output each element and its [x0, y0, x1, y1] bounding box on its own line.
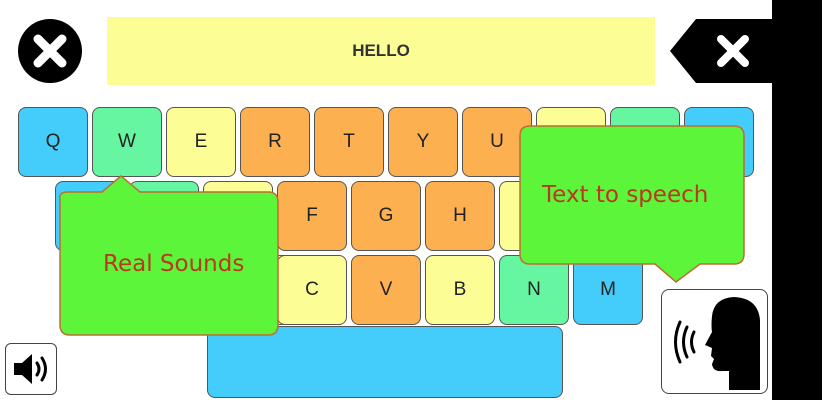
text-to-speech-tooltip: Text to speech — [542, 182, 709, 208]
key-b[interactable]: B — [425, 255, 495, 325]
key-label: M — [600, 279, 616, 300]
tooltip-layer — [58, 125, 745, 336]
key-label: E — [194, 131, 208, 152]
close-icon — [18, 19, 82, 83]
key-t[interactable]: T — [314, 107, 384, 177]
speaking-head-icon — [674, 297, 760, 390]
key-label: V — [379, 279, 393, 300]
key-label: U — [490, 131, 504, 152]
backspace-icon — [670, 19, 772, 83]
key-q[interactable]: Q — [18, 107, 88, 177]
key-f[interactable]: F — [277, 181, 347, 251]
backspace-button[interactable] — [668, 17, 772, 85]
key-g[interactable]: G — [351, 181, 421, 251]
key-n[interactable]: N — [499, 255, 569, 325]
key-r[interactable]: R — [240, 107, 310, 177]
key-label: G — [378, 205, 394, 226]
key-label: T — [343, 131, 355, 152]
close-button[interactable] — [12, 17, 88, 85]
space-key[interactable] — [207, 326, 563, 398]
real-sounds-tooltip: Real Sounds — [103, 251, 245, 277]
key-w[interactable]: W — [92, 107, 162, 177]
key-label: H — [453, 205, 467, 226]
speak-button[interactable] — [661, 289, 768, 394]
sound-toggle-button[interactable] — [5, 343, 57, 395]
key-v[interactable]: V — [351, 255, 421, 325]
key-label: Q — [45, 131, 61, 152]
speaker-icon — [14, 354, 47, 384]
key-label: W — [118, 131, 136, 152]
key-m[interactable]: M — [573, 255, 643, 325]
key-label: B — [453, 279, 467, 300]
key-label: F — [306, 205, 318, 226]
key-label: Y — [416, 131, 430, 152]
real-sounds-bubble — [58, 175, 279, 336]
key-label: N — [527, 279, 541, 300]
key-e[interactable]: E — [166, 107, 236, 177]
key-h[interactable]: H — [425, 181, 495, 251]
key-label: C — [305, 279, 319, 300]
typed-text: HELLO — [352, 41, 410, 60]
keyboard-app: HELLO Q W E R T Y U F G H C V B N M — [0, 0, 772, 400]
key-y[interactable]: Y — [388, 107, 458, 177]
tts-bubble — [519, 125, 745, 283]
key-label: R — [268, 131, 282, 152]
text-display: HELLO — [107, 17, 655, 85]
